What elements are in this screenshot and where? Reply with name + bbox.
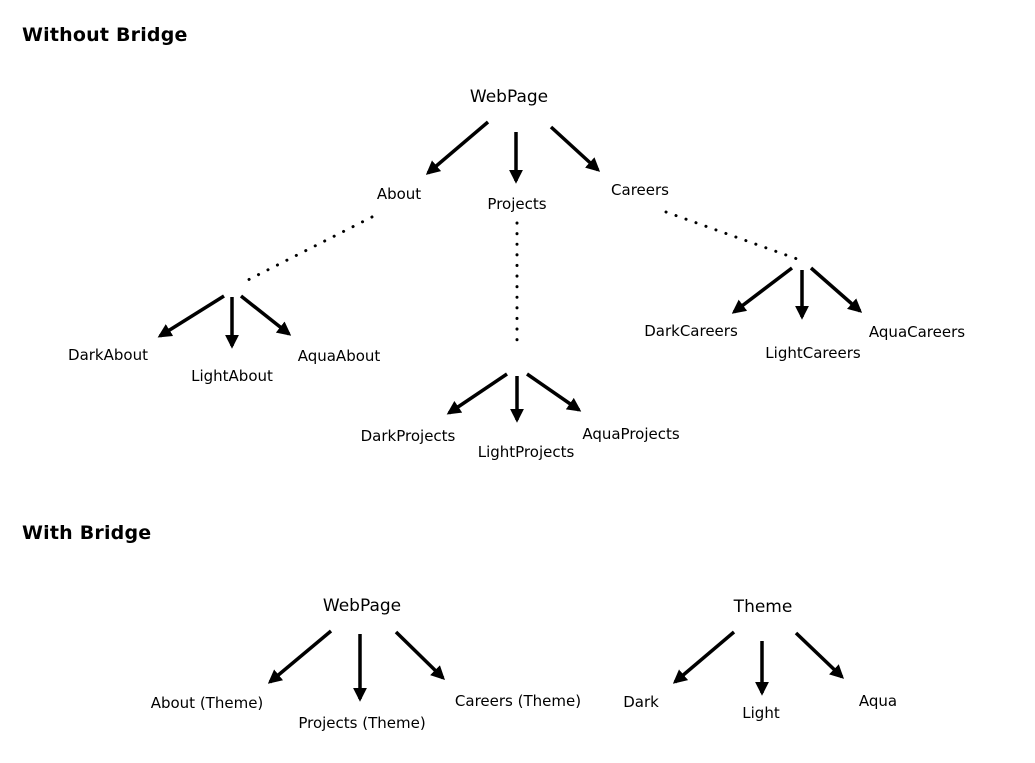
node-aquaprojects: AquaProjects [582, 425, 680, 443]
arrow-webpage-to-about [425, 120, 490, 175]
node-projects-theme: Projects (Theme) [298, 714, 426, 732]
node-about-theme: About (Theme) [150, 694, 264, 712]
section-title-without-bridge: Without Bridge [22, 24, 188, 46]
arrow-theme-to-aqua [794, 631, 845, 679]
arrow-about-to-darkabout [157, 294, 225, 338]
arrow-about-to-aquaabout [239, 294, 292, 336]
node-lightabout: LightAbout [191, 367, 273, 385]
arrow-projects-to-aquaprojects [526, 372, 582, 412]
arrow-projects-to-darkprojects [446, 372, 508, 415]
node-aquacareers: AquaCareers [868, 323, 966, 341]
node-darkabout: DarkAbout [68, 346, 148, 364]
node-lightprojects: LightProjects [477, 443, 575, 461]
arrow-webpage2-to-about-theme [267, 629, 333, 684]
node-careers-theme: Careers (Theme) [454, 692, 582, 710]
node-webpage: WebPage [469, 87, 549, 107]
node-projects: Projects [487, 195, 547, 213]
node-darkcareers: DarkCareers [644, 322, 738, 340]
arrow-theme-to-dark [672, 630, 736, 684]
section-title-with-bridge: With Bridge [22, 522, 152, 544]
arrow-webpage2-to-careers-theme [394, 630, 446, 680]
node-careers: Careers [611, 181, 669, 199]
node-theme: Theme [733, 597, 793, 617]
arrow-webpage-to-careers [549, 125, 601, 172]
node-aquaabout: AquaAbout [297, 347, 381, 365]
node-about: About [376, 185, 422, 203]
node-dark: Dark [623, 693, 659, 711]
node-light: Light [742, 704, 780, 722]
dotted-link-careers [664, 210, 802, 262]
node-aqua: Aqua [858, 692, 898, 710]
node-webpage-bridge: WebPage [322, 596, 402, 616]
arrow-careers-to-aquacareers [809, 266, 863, 313]
node-darkprojects: DarkProjects [360, 427, 456, 445]
node-lightcareers: LightCareers [765, 344, 861, 362]
dotted-link-about [240, 215, 374, 285]
arrow-careers-to-darkcareers [731, 266, 794, 314]
